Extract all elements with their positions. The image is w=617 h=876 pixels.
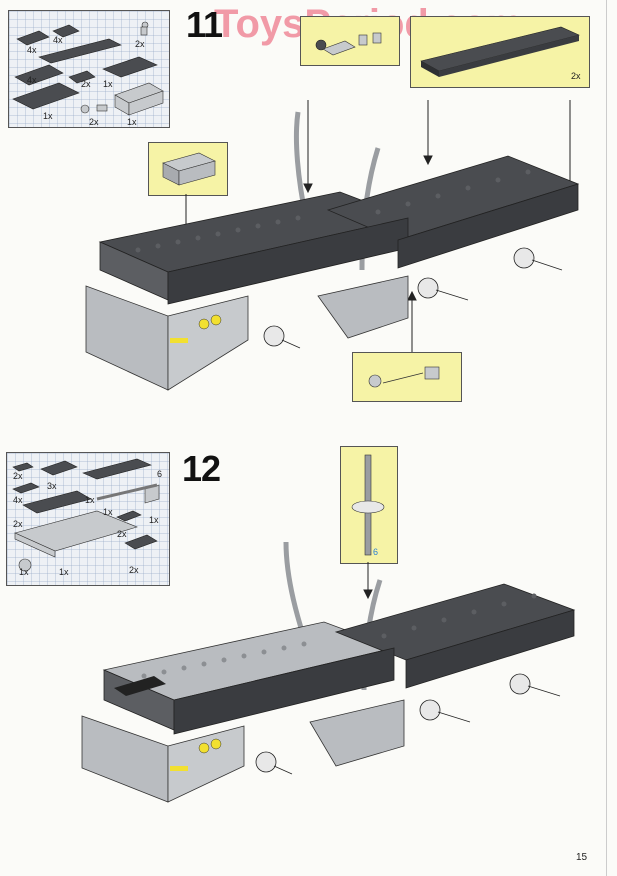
page-number: 15 bbox=[576, 852, 588, 863]
part-qty: 4x bbox=[27, 75, 37, 85]
part-qty: 1x bbox=[59, 567, 69, 577]
part-qty: 1x bbox=[43, 111, 53, 121]
part-qty: 1x bbox=[19, 567, 29, 577]
axle-gear-illustration bbox=[351, 454, 385, 556]
part-qty: 2x bbox=[89, 117, 99, 127]
part-qty: 2x bbox=[135, 39, 145, 49]
step-11-model bbox=[85, 100, 580, 391]
part-qty: 1x bbox=[85, 495, 95, 505]
part-qty: 3x bbox=[47, 481, 57, 491]
callout-connectors bbox=[300, 16, 400, 66]
brick-illustration bbox=[162, 152, 216, 186]
part-qty: 1x bbox=[103, 79, 113, 89]
parts-illustration bbox=[12, 458, 160, 572]
step-12-model bbox=[81, 541, 576, 803]
parts-inventory-step-11: 4x 4x 2x 4x 2x 1x 1x 2x 1x bbox=[8, 10, 170, 128]
step-number: 11 bbox=[186, 4, 223, 45]
step-number: 12 bbox=[182, 448, 221, 489]
part-qty: 2x bbox=[117, 529, 127, 539]
callout-axle-gear: 6 bbox=[340, 446, 398, 564]
page-edge bbox=[606, 0, 607, 876]
part-qty: 1x bbox=[103, 507, 113, 517]
callout-brick bbox=[148, 142, 228, 196]
parts-illustration bbox=[12, 21, 164, 116]
callout-qty: 2x bbox=[571, 71, 581, 81]
long-plate-illustration bbox=[420, 26, 580, 77]
part-qty: 1x bbox=[149, 515, 159, 525]
parts-inventory-step-12: 2x 3x 6 4x 1x 2x 1x 1x 2x 1x 1x 2x bbox=[6, 452, 170, 586]
part-qty: 4x bbox=[53, 35, 63, 45]
connector-parts-illustration bbox=[315, 32, 382, 56]
part-qty: 1x bbox=[127, 117, 137, 127]
part-qty: 2x bbox=[81, 79, 91, 89]
part-qty: 2x bbox=[13, 519, 23, 529]
part-qty: 2x bbox=[13, 471, 23, 481]
part-qty: 4x bbox=[13, 495, 23, 505]
callout-long-plates: 2x bbox=[410, 16, 590, 88]
connector-parts-illustration bbox=[368, 366, 440, 388]
part-qty: 4x bbox=[27, 45, 37, 55]
part-qty: 6 bbox=[157, 469, 163, 479]
callout-qty: 6 bbox=[373, 547, 379, 557]
callout-bottom-connectors bbox=[352, 352, 462, 402]
part-qty: 2x bbox=[129, 565, 139, 575]
